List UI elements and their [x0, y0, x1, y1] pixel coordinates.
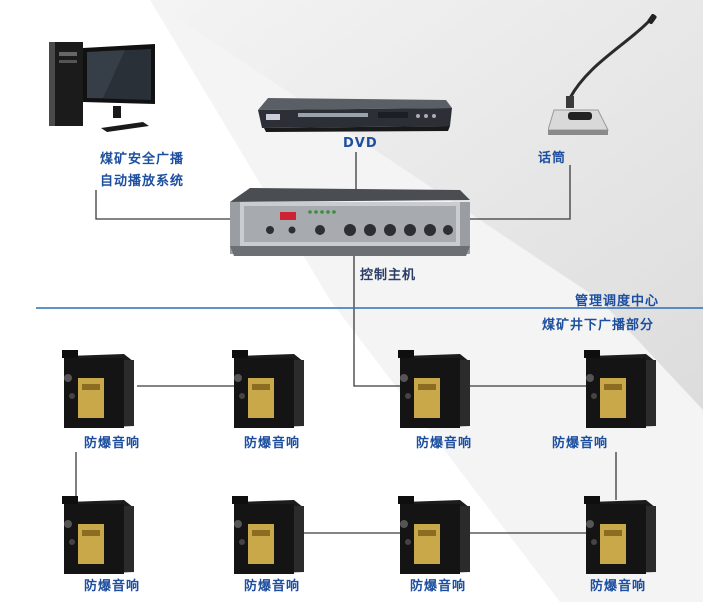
host-label: 控制主机: [360, 268, 417, 283]
speaker-label: 防爆音响: [590, 579, 647, 594]
explosion-proof-speaker-icon: [398, 496, 470, 574]
rack-amplifier-icon: [230, 188, 470, 256]
explosion-proof-speaker-icon: [398, 350, 470, 428]
dvd-player-icon: [258, 98, 452, 132]
speaker-label: 防爆音响: [244, 436, 301, 451]
wire-pc-to-host: [95, 190, 232, 220]
speaker-label: 防爆音响: [84, 436, 141, 451]
speaker-label: 防爆音响: [244, 579, 301, 594]
speaker-label: 防爆音响: [552, 436, 609, 451]
explosion-proof-speaker-icon: [232, 496, 304, 574]
speaker-label: 防爆音响: [410, 579, 467, 594]
gooseneck-microphone-icon: [548, 14, 657, 135]
wire-mic-to-host: [470, 165, 571, 220]
explosion-proof-speaker-icon: [584, 350, 656, 428]
zone-label-lower: 煤矿井下广播部分: [542, 318, 655, 333]
speaker-label: 防爆音响: [84, 579, 141, 594]
pc-label-line2: 自动播放系统: [100, 174, 185, 189]
speaker-label: 防爆音响: [416, 436, 473, 451]
zone-label-upper: 管理调度中心: [575, 294, 660, 309]
pc-label-line1: 煤矿安全广播: [100, 152, 185, 167]
desktop-computer-icon: [49, 42, 155, 132]
explosion-proof-speaker-icon: [62, 350, 134, 428]
mic-label: 话筒: [538, 151, 567, 166]
explosion-proof-speaker-icon: [62, 496, 134, 574]
dvd-label: DVD: [343, 136, 378, 151]
explosion-proof-speaker-icon: [584, 496, 656, 574]
explosion-proof-speaker-icon: [232, 350, 304, 428]
wire-host-to-speakers: [353, 256, 405, 387]
